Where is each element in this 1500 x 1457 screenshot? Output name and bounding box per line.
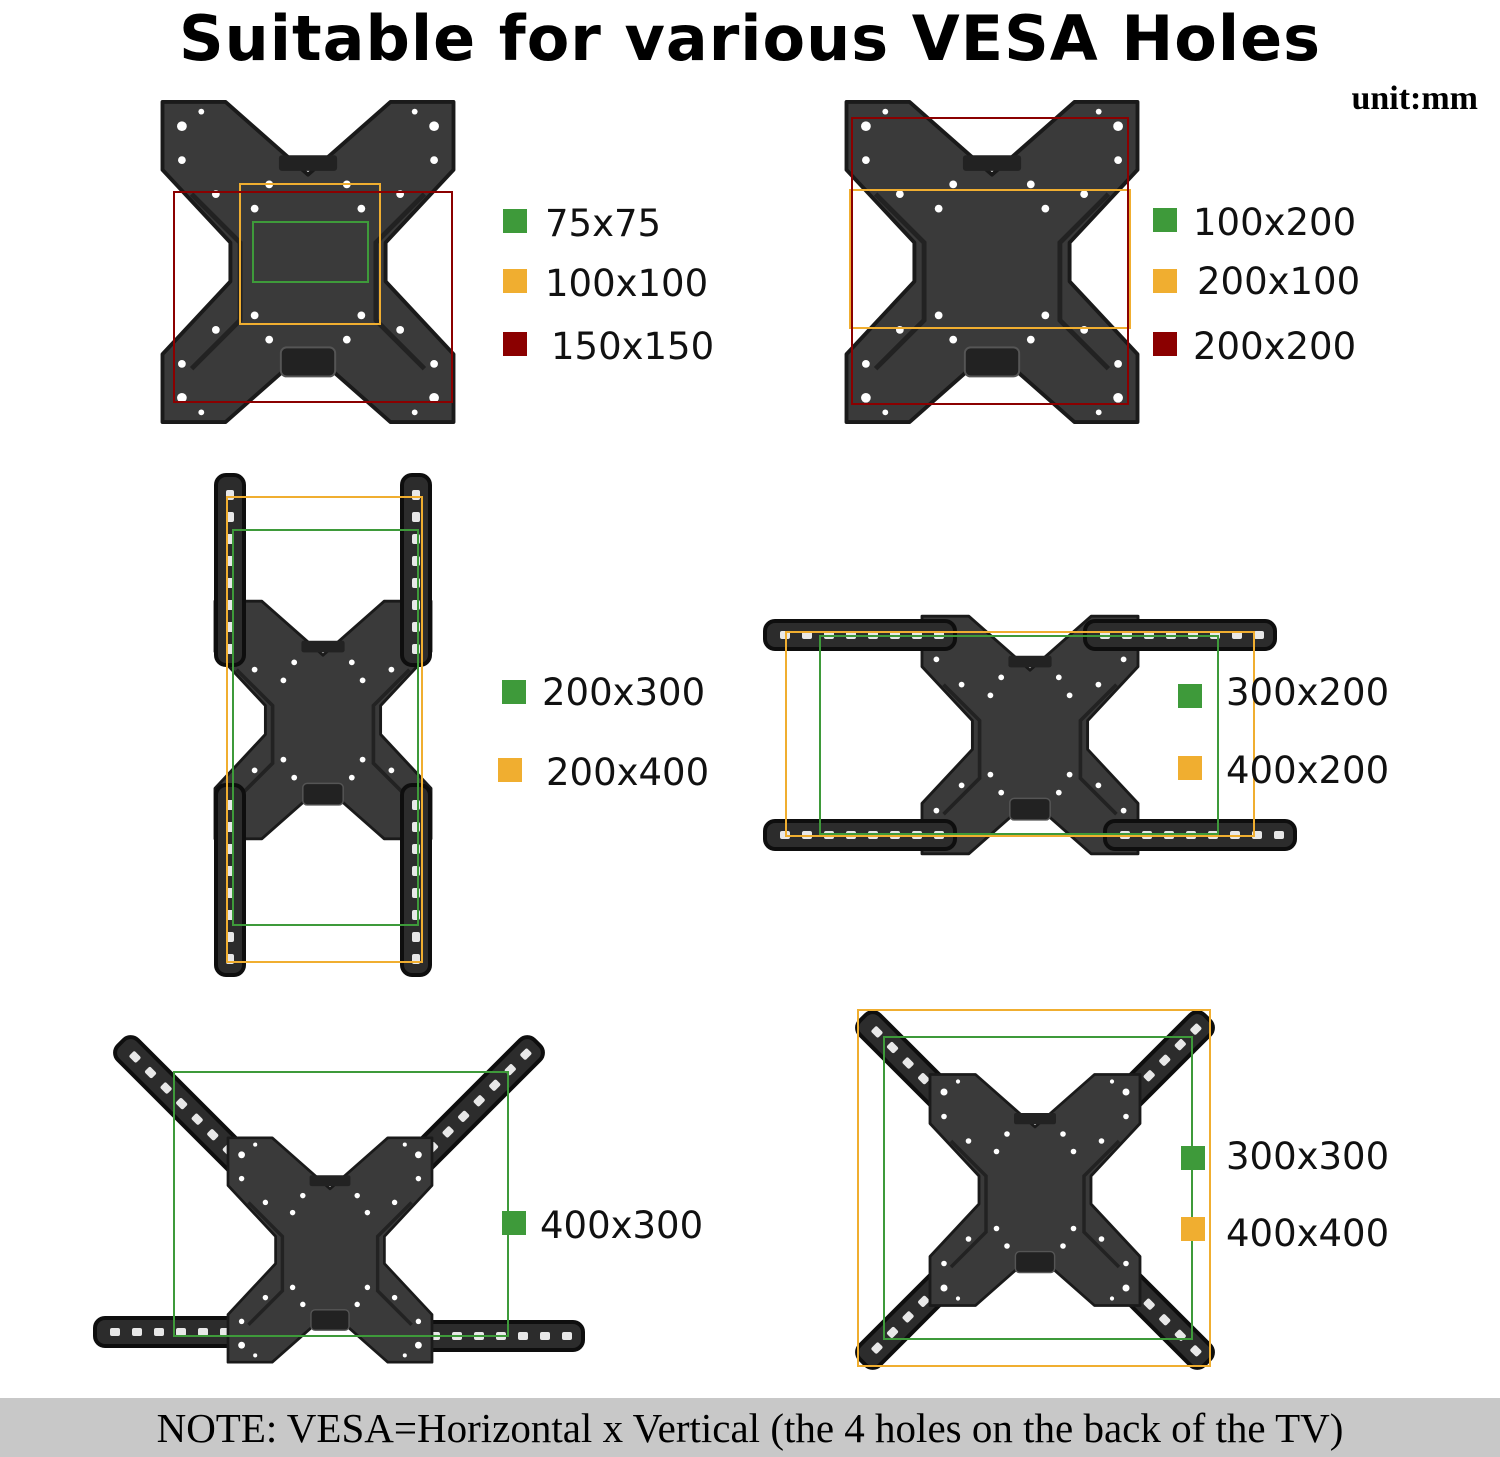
vesa-outline-200x400: [226, 496, 423, 963]
swatch-red: [503, 332, 527, 356]
legend-label: 100x100: [545, 262, 709, 305]
swatch-green: [502, 1211, 526, 1235]
swatch-red: [1153, 332, 1177, 356]
legend-label: 300x200: [1226, 671, 1390, 714]
vesa-outline-300x300: [883, 1036, 1193, 1340]
plate-diagram-4: [763, 614, 1297, 856]
note-text: NOTE: VESA=Horizontal x Vertical (the 4 …: [156, 1405, 1344, 1451]
legend-label: 200x200: [1193, 325, 1357, 368]
unit-label: unit:mm: [1351, 80, 1478, 117]
page-title: Suitable for various VESA Holes: [178, 2, 1322, 75]
vesa-outline-150x150: [173, 191, 453, 403]
plate-diagram-3: [213, 473, 433, 977]
vesa-outline-300x200: [819, 635, 1219, 835]
note-bar: [0, 1398, 1500, 1457]
vesa-outline-400x200: [785, 631, 1255, 837]
vesa-outline-200x100: [849, 189, 1131, 329]
plate-diagram-6: [853, 1008, 1217, 1372]
vesa-outline-400x300: [173, 1071, 509, 1337]
legend-label: 200x300: [542, 671, 706, 714]
legend-label: 100x200: [1193, 201, 1357, 244]
swatch-orange: [503, 269, 527, 293]
swatch-green: [503, 209, 527, 233]
swatch-orange: [1178, 756, 1202, 780]
swatch-orange: [1153, 269, 1177, 293]
legend-label: 300x300: [1226, 1135, 1390, 1178]
plate-diagram-5: [93, 1033, 585, 1364]
vesa-outline-75x75: [252, 221, 369, 283]
legend-label: 200x400: [546, 751, 710, 794]
legend-label: 400x200: [1226, 749, 1390, 792]
vesa-outline-100x100: [239, 183, 381, 325]
plate-diagram-2: [847, 102, 1138, 422]
legend-label: 150x150: [551, 325, 715, 368]
legend-label: 75x75: [545, 202, 662, 245]
legend-label: 400x400: [1226, 1212, 1390, 1255]
legend-label: 400x300: [540, 1204, 704, 1247]
swatch-green: [1178, 684, 1202, 708]
vesa-outline-200x200: [851, 117, 1129, 405]
vesa-outline-200x300: [232, 529, 419, 926]
swatch-green: [502, 680, 526, 704]
swatch-green: [1181, 1146, 1205, 1170]
swatch-orange: [1181, 1217, 1205, 1241]
plate-diagram-1: [163, 102, 454, 422]
swatch-green: [1153, 208, 1177, 232]
swatch-orange: [498, 758, 522, 782]
vesa-outline-400x400: [857, 1009, 1211, 1367]
legend-label: 200x100: [1197, 260, 1361, 303]
